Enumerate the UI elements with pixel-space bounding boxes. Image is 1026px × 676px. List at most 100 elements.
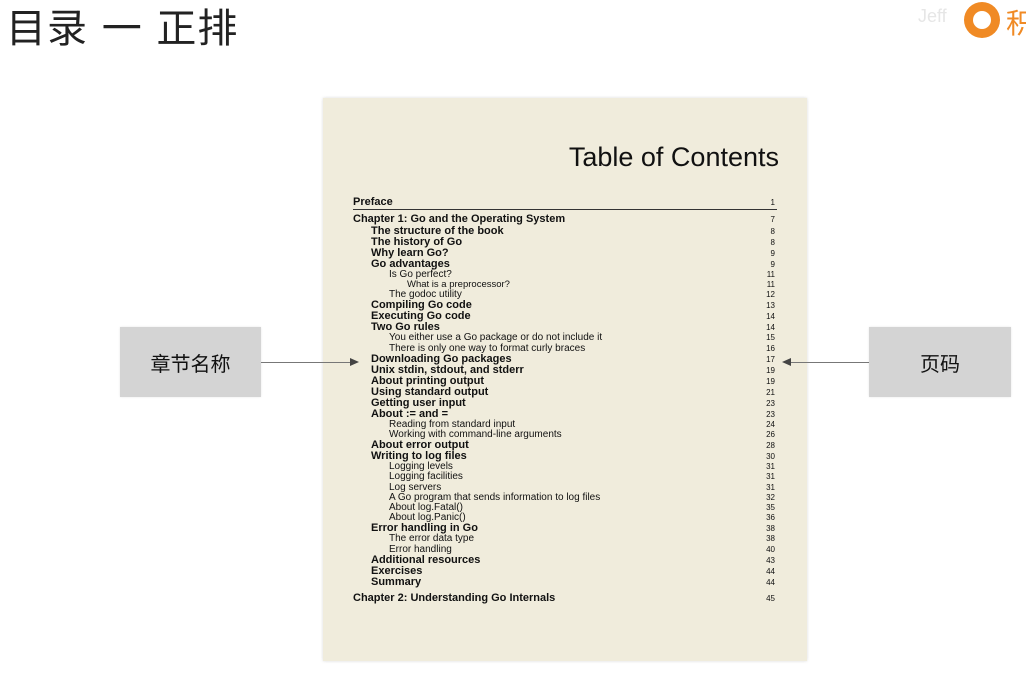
toc-entry-title: About log.Panic(): [389, 512, 466, 524]
toc-entry-title: Reading from standard input: [389, 418, 516, 430]
chapter-name-callout: 章节名称: [120, 327, 261, 397]
toc-entry-title: Preface: [353, 196, 393, 208]
logo-text: Jeff: [918, 6, 947, 26]
toc-entry-title: Chapter 2: Understanding Go Internals: [353, 591, 556, 604]
toc-entry: Chapter 2: Understanding Go Internals 45: [353, 592, 777, 605]
toc-entry-title: Working with command-line arguments: [389, 429, 562, 441]
toc-entry-page: 38: [766, 524, 775, 534]
toc-entry: Working with command-line arguments 26: [353, 429, 777, 441]
toc-entry: What is a preprocessor? 11: [353, 280, 777, 290]
toc-entry-title: The structure of the book: [371, 225, 504, 237]
toc-entry-page: 23: [766, 409, 775, 419]
toc-entry-page: 31: [766, 462, 775, 472]
logo-char: 积: [1006, 7, 1026, 40]
toc-entry-page: 19: [766, 376, 775, 386]
toc-entry: Downloading Go packages 17: [353, 352, 777, 365]
toc-entry-title: Two Go rules: [371, 321, 440, 334]
toc-entry-page: 40: [766, 544, 775, 554]
toc-entry-title: There is only one way to format curly br…: [389, 342, 586, 354]
toc-entry-page: 32: [766, 492, 775, 502]
toc-entry: Exercises 44: [353, 564, 777, 577]
toc-entry-page: 17: [766, 354, 775, 364]
toc-entry: Writing to log files 30: [353, 451, 777, 462]
brand-logo: Jeff 积: [918, 0, 1026, 46]
toc-entry: Error handling in Go 38: [353, 523, 777, 534]
toc-entry-page: 26: [766, 430, 775, 440]
toc-entry-page: 19: [766, 365, 775, 375]
toc-entry-title: About error output: [371, 439, 469, 452]
toc-title: Table of Contents: [568, 142, 779, 172]
toc-entry-page: 13: [766, 301, 775, 311]
toc-entry: The error data type 38: [353, 534, 777, 544]
toc-entry-page: 31: [766, 482, 775, 492]
toc-entry-title: Exercises: [371, 564, 423, 577]
toc-entry: Two Go rules 14: [353, 322, 777, 333]
toc-entry-page: 12: [766, 290, 775, 300]
toc-entry-page: 11: [766, 280, 775, 290]
toc-entry-page: 8: [770, 238, 775, 247]
toc-entry-page: 14: [766, 323, 775, 333]
toc-entry: Preface 1: [353, 196, 777, 210]
toc-entry-page: 43: [766, 555, 775, 565]
toc-entry-page: 30: [766, 452, 775, 462]
toc-entry-page: 16: [766, 343, 775, 353]
toc-entry-title: Compiling Go code: [371, 299, 472, 312]
toc-entry-title: Writing to log files: [371, 450, 467, 463]
toc-entry-title: What is a preprocessor?: [407, 279, 510, 291]
toc-entry-page: 1: [770, 198, 775, 207]
toc-entry-title: Using standard output: [371, 385, 489, 398]
slide-title: 目录 一 正排: [6, 6, 239, 52]
toc-entry-page: 9: [770, 249, 775, 258]
toc-entry-page: 36: [766, 513, 775, 523]
toc-entry-title: Unix stdin, stdout, and stderr: [371, 363, 524, 376]
arrow-left-icon: [782, 358, 869, 366]
arrow-right-icon: [261, 358, 359, 366]
toc-entry: Why learn Go? 9: [353, 248, 777, 259]
toc-entry-page: 31: [766, 472, 775, 482]
toc-entry-title: The error data type: [389, 533, 475, 545]
toc-entry-title: About log.Fatal(): [389, 502, 463, 514]
toc-entry-page: 11: [766, 270, 775, 279]
toc-entry-page: 23: [766, 398, 775, 408]
toc-entry-title: A Go program that sends information to l…: [389, 491, 601, 503]
toc-entry-title: The history of Go: [371, 236, 463, 248]
toc-entry: About printing output 19: [353, 374, 777, 387]
toc-entry: The godoc utility 12: [353, 289, 777, 301]
toc-entry-title: About printing output: [371, 374, 485, 387]
page-number-callout: 页码: [869, 327, 1011, 397]
logo-badge-icon: [964, 2, 1000, 38]
toc-entry-page: 45: [766, 593, 775, 603]
toc-entry: Is Go perfect?11: [353, 269, 777, 280]
toc-entry-page: 14: [766, 312, 775, 322]
toc-entry-title: Downloading Go packages: [371, 352, 512, 365]
toc-entry-title: Error handling in Go: [371, 522, 478, 535]
toc-entry-title: Chapter 1: Go and the Operating System: [353, 213, 566, 225]
toc-entry-page: 15: [766, 333, 775, 343]
toc-entry-page: 38: [766, 534, 775, 544]
toc-entry-title: Additional resources: [371, 553, 481, 566]
toc-entry-page: 8: [770, 227, 775, 236]
toc-entry: You either use a Go package or do not in…: [353, 333, 777, 343]
toc-entry-title: The godoc utility: [389, 289, 462, 301]
toc-entry-page: 9: [770, 260, 775, 269]
toc-entry-page: 44: [766, 566, 775, 576]
toc-entry-title: Error handling: [389, 543, 452, 555]
toc-entry: Using standard output 21: [353, 385, 777, 398]
toc-entry: About log.Fatal()35: [353, 502, 777, 514]
toc-entry: The structure of the book 8: [353, 226, 777, 237]
toc-entry: Additional resources 43: [353, 553, 777, 566]
toc-entry-title: Logging levels: [389, 461, 453, 473]
toc-entry-title: Why learn Go?: [371, 247, 449, 259]
toc-entry: A Go program that sends information to l…: [353, 491, 777, 503]
toc-entry: Error handling 40: [353, 543, 777, 555]
toc-entry-page: 21: [766, 387, 775, 397]
toc-entry-title: You either use a Go package or do not in…: [389, 332, 603, 344]
toc-entry-title: Executing Go code: [371, 310, 471, 323]
